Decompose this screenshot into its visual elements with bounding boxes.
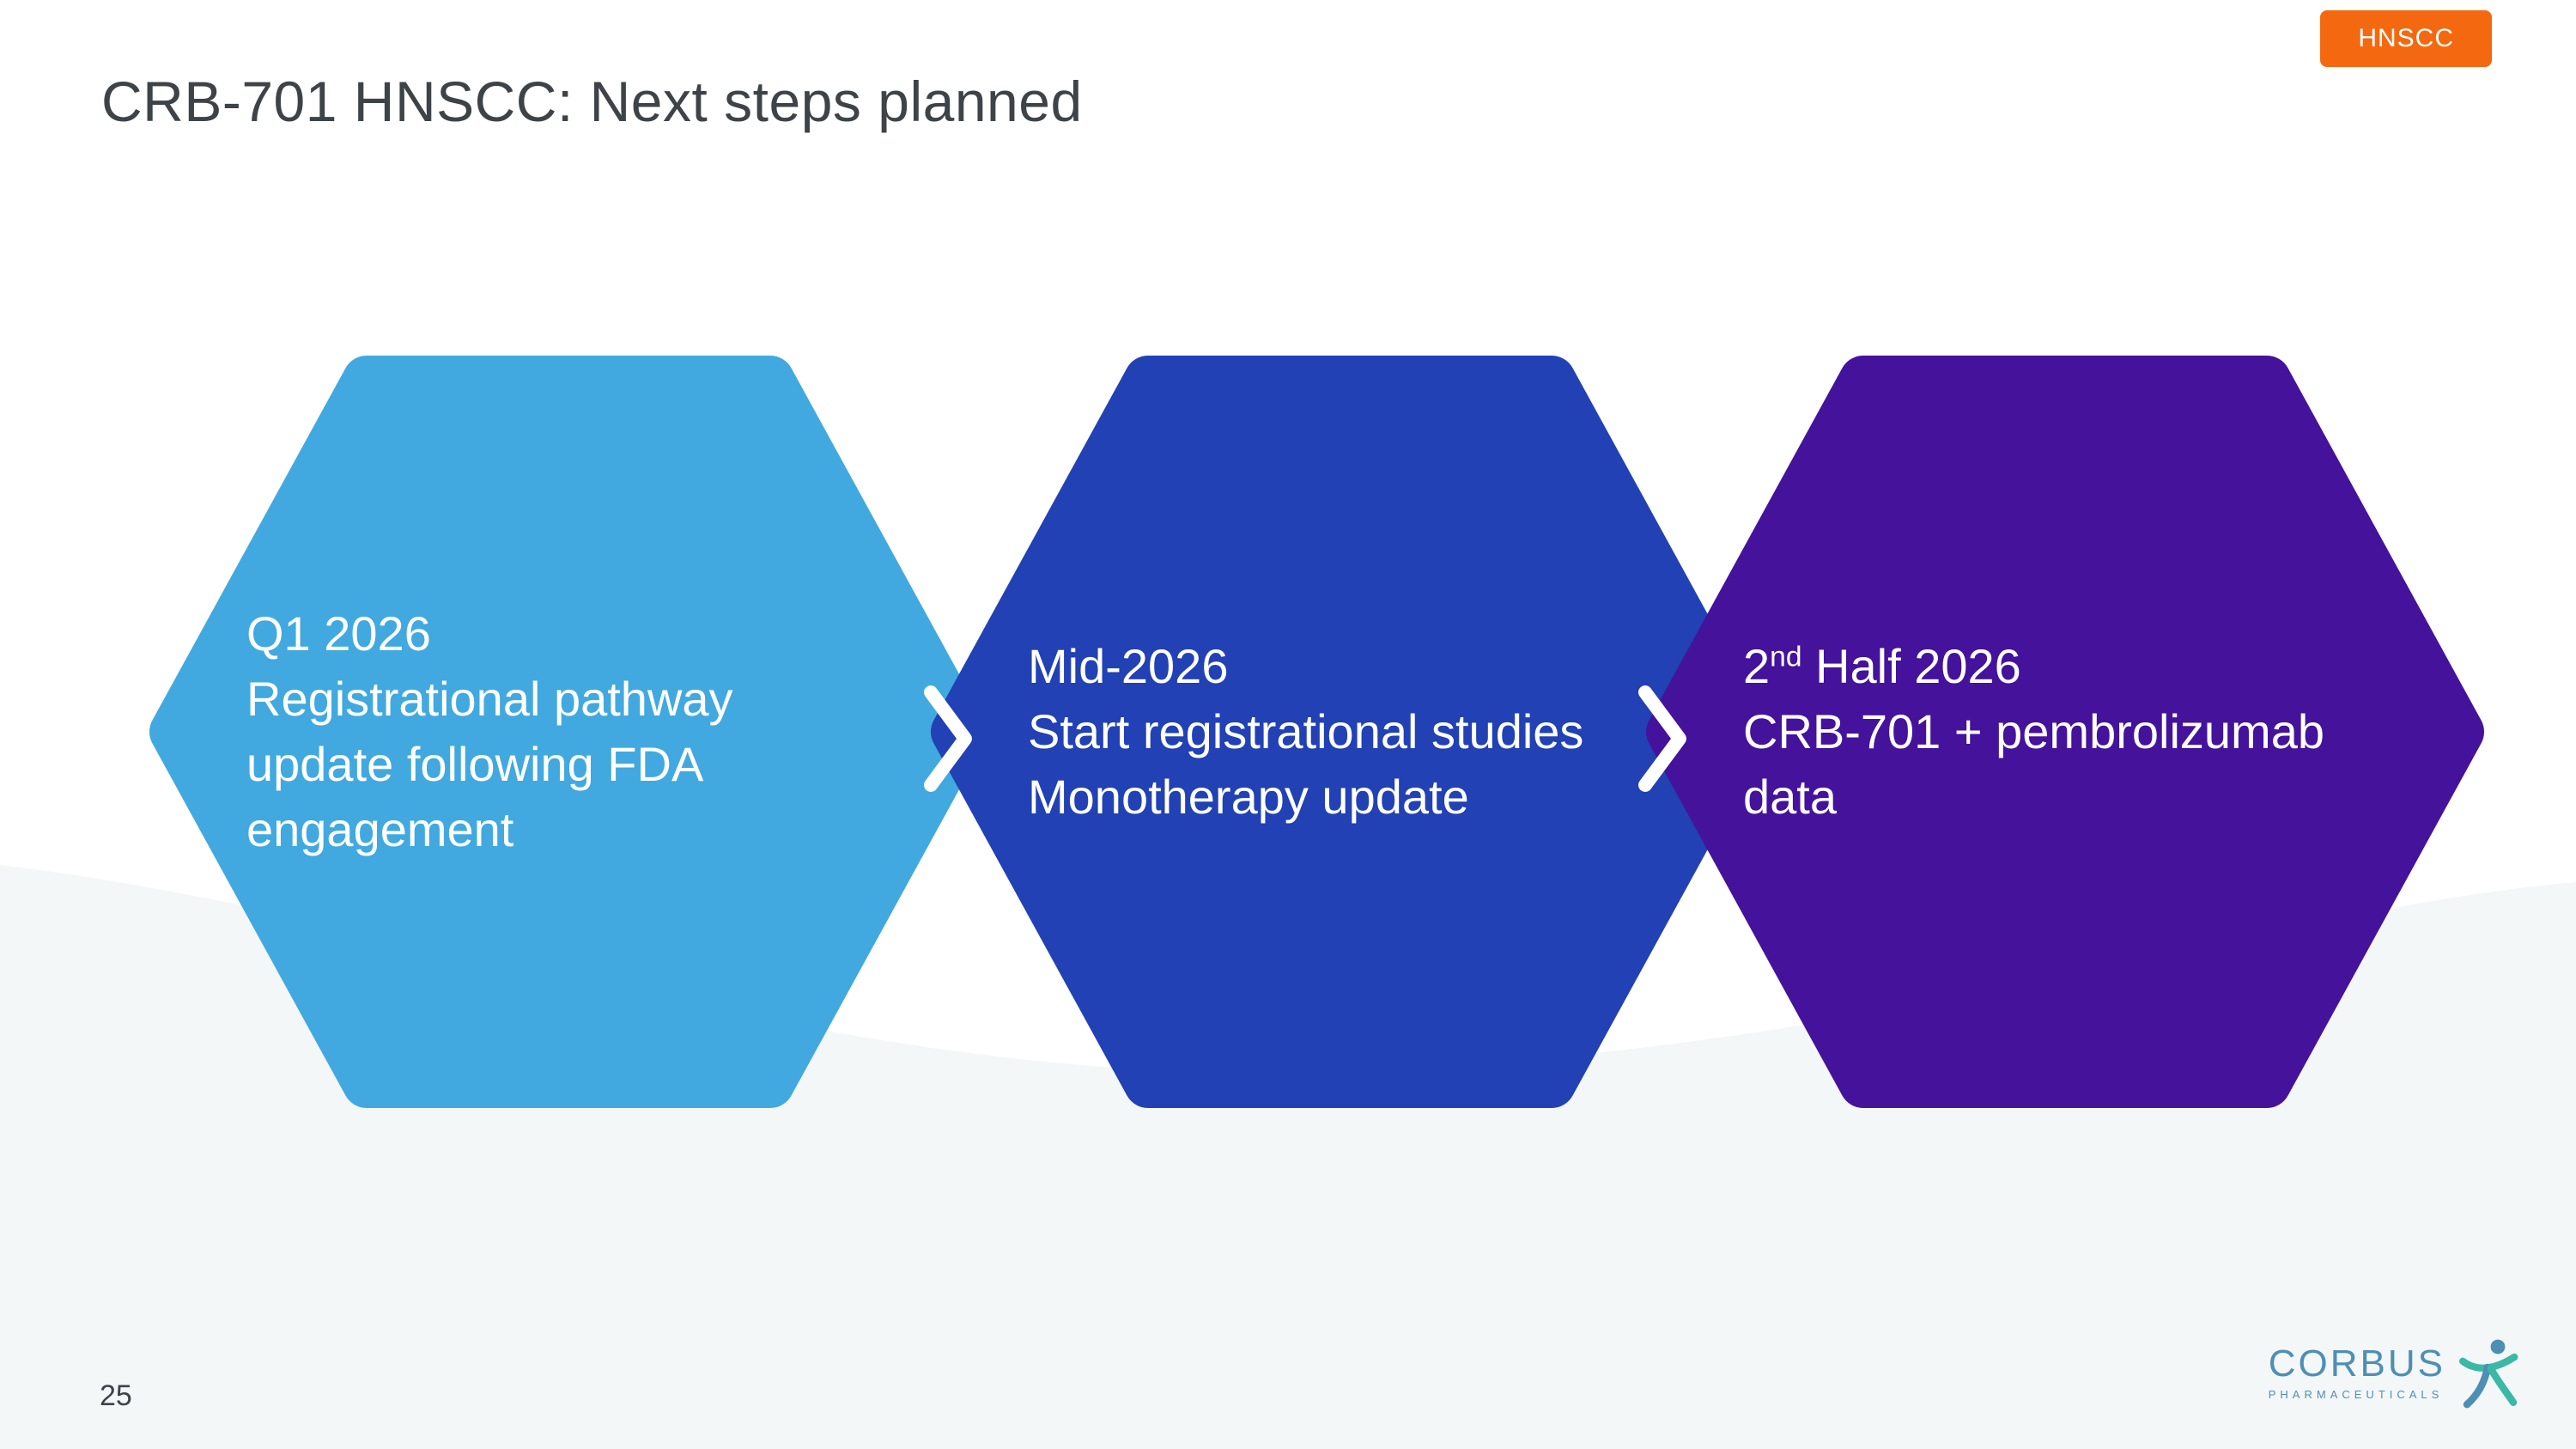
step-text: Q1 2026 Registrational pathway update fo… (246, 354, 958, 1110)
step-heading: Q1 2026 (246, 601, 958, 667)
step-text: Mid-2026 Start registrational studies Mo… (1028, 354, 1740, 1110)
chevron-right-icon (924, 685, 972, 792)
page-number: 25 (100, 1379, 132, 1412)
corbus-wordmark: CORBUS PHARMACEUTICALS (2268, 1342, 2445, 1401)
step-heading: 2nd Half 2026 (1743, 634, 2455, 699)
hexagon-step-2nd-half-2026: 2nd Half 2026 CRB-701 + pembrolizumab da… (1644, 354, 2486, 1110)
step-heading-base: 2 (1743, 639, 1771, 693)
corbus-figure-icon (2459, 1339, 2518, 1409)
step-heading-rest: Half 2026 (1801, 639, 2021, 693)
step-heading-base: Q1 2026 (246, 606, 431, 661)
hexagon-step-mid-2026: Mid-2026 Start registrational studies Mo… (929, 354, 1771, 1110)
chevron-right-icon (1638, 685, 1686, 792)
hexagon-step-q1-2026: Q1 2026 Registrational pathway update fo… (148, 354, 989, 1110)
step-heading: Mid-2026 (1028, 634, 1740, 699)
step-heading-base: Mid-2026 (1028, 639, 1229, 693)
step-body: Registrational pathway update following … (246, 672, 733, 856)
step-body: Start registrational studies Monotherapy… (1028, 704, 1584, 824)
hnscc-badge: HNSCC (2320, 10, 2492, 67)
step-heading-sup: nd (1770, 641, 1802, 673)
step-body: CRB-701 + pembrolizumab data (1743, 704, 2324, 824)
step-text: 2nd Half 2026 CRB-701 + pembrolizumab da… (1743, 354, 2455, 1110)
corbus-logo-subtext: PHARMACEUTICALS (2268, 1387, 2444, 1401)
hexagon-shape-icon (1646, 356, 2484, 1108)
corbus-logo-name: CORBUS (2268, 1342, 2445, 1385)
corbus-logo: CORBUS PHARMACEUTICALS (2269, 1336, 2519, 1409)
slide-title: CRB-701 HNSCC: Next steps planned (101, 70, 1083, 133)
